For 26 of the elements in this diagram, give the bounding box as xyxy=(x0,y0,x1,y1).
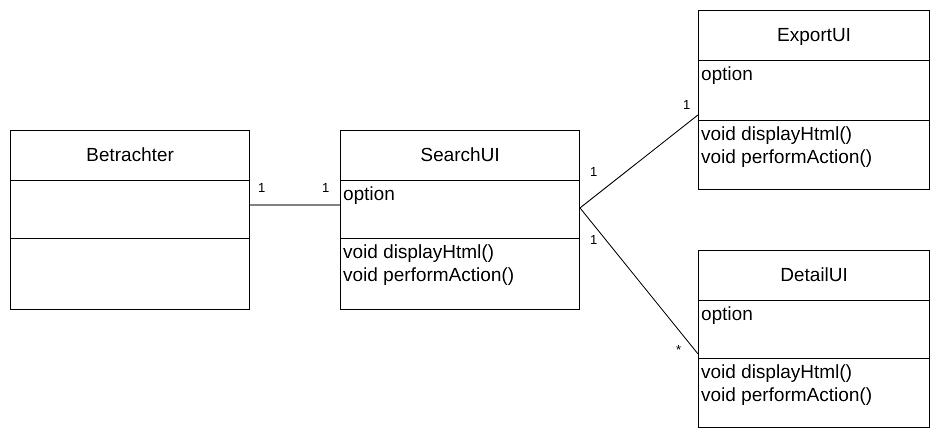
method-text: void performAction() xyxy=(701,384,874,407)
association-line xyxy=(580,114,698,208)
multiplicity-label: * xyxy=(676,343,682,357)
multiplicity-label: 1 xyxy=(590,233,598,247)
multiplicity-label: 1 xyxy=(322,181,330,195)
association-line xyxy=(580,207,698,354)
class-box xyxy=(698,250,930,428)
class-name: ExportUI xyxy=(777,24,851,48)
class-box xyxy=(10,130,250,310)
class-box xyxy=(340,130,580,310)
method-text: void displayHtml() xyxy=(701,360,853,384)
multiplicity-label: 1 xyxy=(683,98,690,112)
class-name: DetailUI xyxy=(780,264,848,288)
method-text: void performAction() xyxy=(701,146,874,169)
class-name: SearchUI xyxy=(420,144,500,168)
attribute-text: option xyxy=(343,183,396,206)
method-text: void displayHtml() xyxy=(343,240,495,264)
attribute-text: option xyxy=(701,63,754,86)
class-box xyxy=(698,10,930,190)
class-name: Betrachter xyxy=(86,144,174,168)
method-text: void performAction() xyxy=(343,264,516,287)
association-line xyxy=(250,204,340,206)
attribute-text: option xyxy=(701,303,754,326)
method-text: void displayHtml() xyxy=(701,122,853,146)
multiplicity-label: 1 xyxy=(258,181,266,195)
multiplicity-label: 1 xyxy=(590,165,598,179)
